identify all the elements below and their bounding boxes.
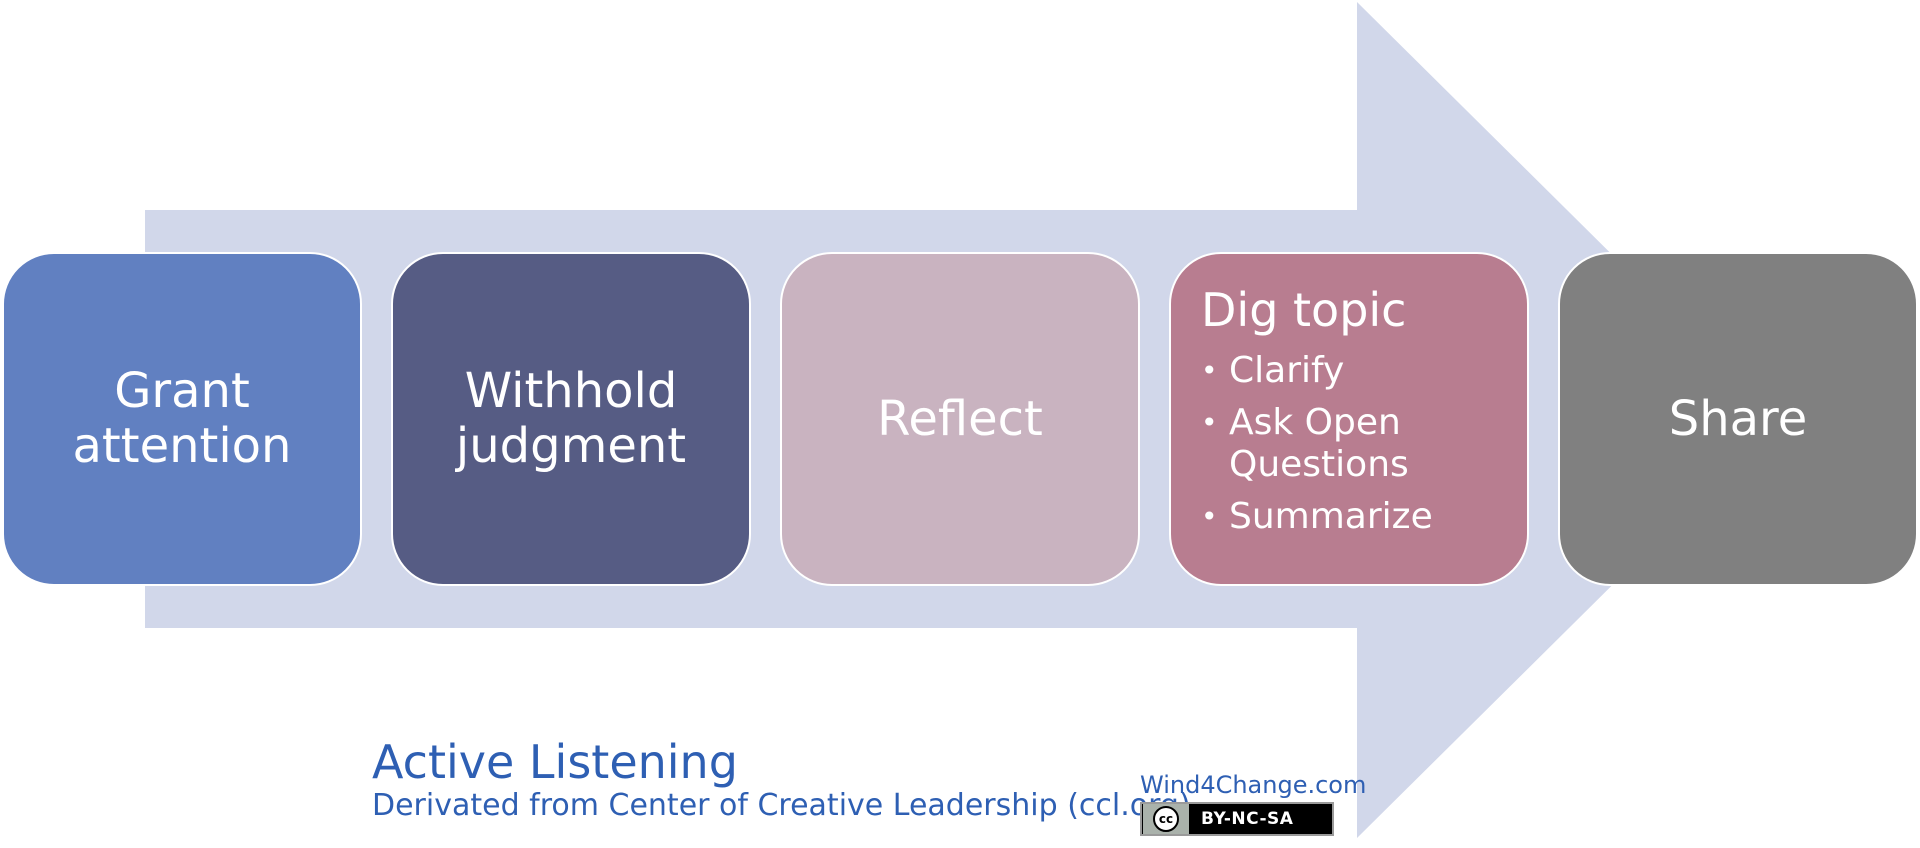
bullet-icon: • <box>1201 406 1218 439</box>
step-label: Grant attention <box>72 363 292 474</box>
step-share: Share <box>1558 252 1918 586</box>
dig-topic-list: • Clarify • Ask Open Questions • Summarize <box>1201 350 1519 538</box>
step-dig-topic: Dig topic • Clarify • Ask Open Questions •… <box>1169 252 1529 586</box>
license-badge: cc BY-NC-SA <box>1140 802 1334 836</box>
list-item-text: Clarify <box>1229 350 1345 391</box>
bullet-icon: • <box>1201 354 1218 387</box>
step-label: Withhold judgment <box>455 363 687 474</box>
list-item-text: Ask Open Questions <box>1229 402 1409 485</box>
dig-topic-content: Dig topic • Clarify • Ask Open Questions •… <box>1171 254 1519 548</box>
list-item: • Clarify <box>1201 350 1519 392</box>
list-item-text: Summarize <box>1229 496 1433 537</box>
footer-title-block: Active Listening Derivated from Center o… <box>372 736 1191 824</box>
credit-text: Wind4Change.com <box>1140 771 1367 799</box>
step-label: Dig topic <box>1201 283 1407 337</box>
bullet-icon: • <box>1201 500 1218 533</box>
step-grant-attention: Grant attention <box>2 252 362 586</box>
step-label: Reflect <box>877 390 1043 447</box>
diagram-subtitle: Derivated from Center of Creative Leader… <box>372 788 1191 823</box>
list-item: • Summarize <box>1201 496 1519 538</box>
cc-icon: cc <box>1153 806 1179 832</box>
list-item: • Ask Open Questions <box>1201 402 1519 486</box>
diagram-title: Active Listening <box>372 735 738 789</box>
step-withhold-judgment: Withhold judgment <box>391 252 751 586</box>
creative-commons-logo: cc <box>1143 804 1189 834</box>
step-label: Share <box>1668 390 1808 447</box>
step-reflect: Reflect <box>780 252 1140 586</box>
license-text: BY-NC-SA <box>1201 809 1294 829</box>
